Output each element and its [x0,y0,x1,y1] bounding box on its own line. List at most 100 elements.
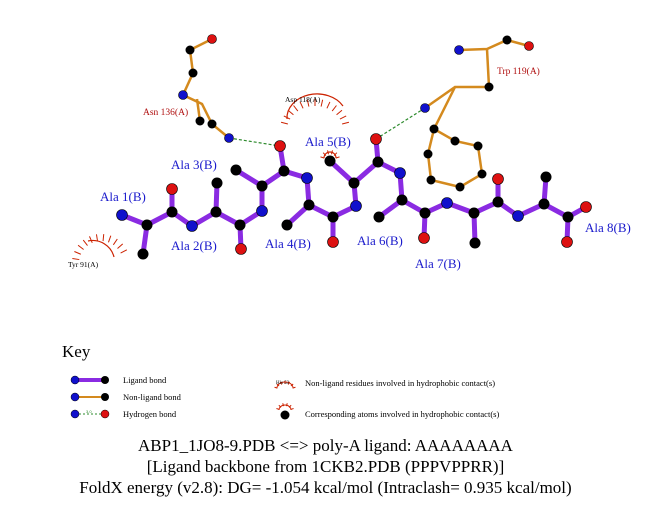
hydrophobic-spoke [112,238,118,246]
atom-carbon [396,194,408,206]
partner-label-tyr91: Tyr 91(A) [68,260,99,269]
atom-carbon [492,196,504,208]
hydrophobic-spoke [117,243,124,249]
hydrophobic-spoke [283,115,291,120]
atom-carbon [234,219,246,231]
atom-carbon [207,119,217,129]
atom-oxygen [580,201,592,213]
atom-nitrogen [454,45,464,55]
atom-carbon [473,141,483,151]
atom-carbon [230,164,242,176]
atom-carbon [450,136,460,146]
atom-nitrogen [420,103,430,113]
hydrophobic-spoke [280,121,289,125]
atom-carbon [538,198,550,210]
atom-carbon [477,169,487,179]
atom-oxygen [235,243,247,255]
hydrophobic-spoke [82,239,88,246]
key-corresponding-atoms: Corresponding atoms involved in hydropho… [305,409,500,419]
atom-carbon [419,207,431,219]
hydrophobic-spoke [102,234,105,242]
atom-carbon [562,211,574,223]
atom-carbon [141,219,153,231]
atom-nitrogen [224,133,234,143]
atom-nitrogen [350,200,362,212]
hydrophobic-spoke [335,156,340,159]
atom-carbon [195,116,205,126]
hydrophobic-spoke [331,105,337,112]
hydrophobic-spoke [326,101,331,109]
hydrogen-bonds [228,107,426,147]
atom-oxygen [561,236,573,248]
hydrophobic-spoke [120,249,128,254]
atom-nitrogen [178,90,188,100]
atom-carbon [468,207,480,219]
hydrophobic-spoke [74,251,82,255]
key-non-ligand-bond: Non-ligand bond [123,392,181,402]
key-legend-graphics: 3.0 His 53 [70,375,294,420]
atom-carbon [423,149,433,159]
hydrophobic-spoke [107,235,112,243]
hydrophobic-spoke [95,234,99,242]
atom-carbon [429,124,439,134]
residue-label-ala6: Ala 6(B) [357,233,403,248]
hydrophobic-spoke [336,109,343,116]
atom-nitrogen [256,205,268,217]
key-hydrophobic-residues: Non-ligand residues involved in hydropho… [305,378,496,388]
hydrophobic-spoke [320,156,325,159]
hydrophobic-spoke [72,257,80,261]
atom-carbon [327,211,339,223]
atom-carbon [188,68,198,78]
atom-carbon [484,82,494,92]
atom-carbon [373,211,385,223]
partner-label-asn136: Asn 136(A) [143,107,188,118]
key-hydrogen-bond: Hydrogen bond [123,409,177,419]
atom-carbon [502,35,512,45]
atom-oxygen [166,183,178,195]
hydrophobic-spoke [331,150,333,155]
key-ligand-bond: Ligand bond [123,375,167,385]
hydrophobic-spoke [320,99,324,107]
atom-carbon [281,219,293,231]
residue-label-ala5: Ala 5(B) [305,134,351,149]
hydrophobic-spoke [341,121,350,125]
partner-label-trp119: Trp 119(A) [497,66,540,77]
hydrophobic-spoke [339,115,347,120]
key-title: Key [62,342,91,361]
atom-nitrogen [186,220,198,232]
hydrophobic-spokes [72,99,350,410]
atom-oxygen [492,173,504,185]
atom-nitrogen [394,167,406,179]
atom-oxygen [418,232,430,244]
hydrophobic-spoke [322,152,327,156]
residue-label-ala1: Ala 1(B) [100,189,146,204]
caption-line-2: [Ligand backbone from 1CKB2.PDB (PPPVPPR… [146,457,505,476]
atom-carbon [303,199,315,211]
atom-oxygen [370,133,382,145]
atom-nitrogen [441,197,453,209]
hydrophobic-spoke [306,99,310,107]
atom-carbon [137,248,149,260]
residue-label-ala8: Ala 8(B) [585,220,631,235]
atom-carbon [210,206,222,218]
hydrophobic-spoke [77,244,84,250]
atom-nitrogen [301,172,313,184]
hydrophobic-example-label: His 53 [276,381,290,386]
partner-label-asp118: Asp 118(A) [285,95,321,104]
atom-carbon [540,171,552,183]
hydrophobic-spoke [333,152,338,156]
atom-carbon [166,206,178,218]
atom-oxygen [274,140,286,152]
atom-carbon [278,165,290,177]
atom-carbon [372,156,384,168]
atoms [116,34,592,260]
atom-oxygen [524,41,534,51]
residue-label-ala4: Ala 4(B) [265,236,311,251]
caption-line-3: FoldX energy (v2.8): DG= -1.054 kcal/mol… [79,478,572,497]
atom-oxygen [207,34,217,44]
atom-carbon [211,177,223,189]
hydrophobic-spoke [327,150,329,155]
atom-carbon [348,177,360,189]
atom-carbon [455,182,465,192]
